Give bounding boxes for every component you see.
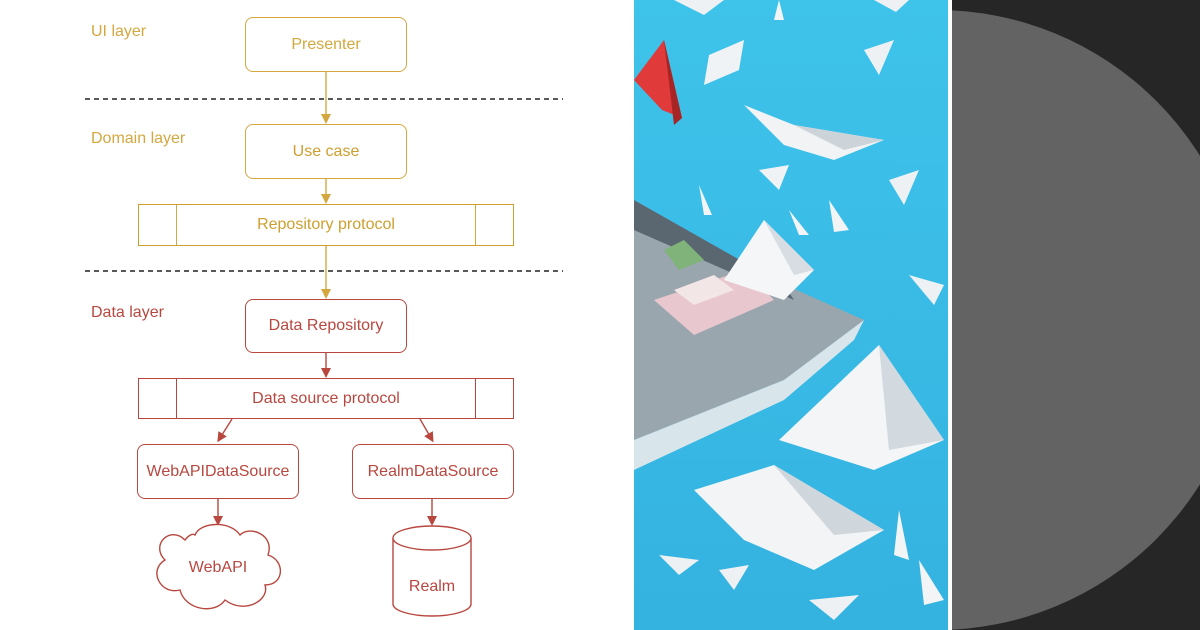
use-case-label: Use case [292, 142, 360, 160]
presenter-label: Presenter [291, 35, 361, 53]
protocol-right-bar [475, 205, 476, 245]
webapi-datasource-label: WebAPIDataSource [146, 462, 290, 480]
repository-protocol-node: Repository protocol [138, 204, 514, 246]
realm-cylinder-shape [392, 538, 472, 617]
paper-boats-image [634, 0, 948, 630]
protocol-right-bar [475, 379, 476, 418]
protocol-left-bar [176, 205, 177, 245]
data-repository-label: Data Repository [268, 317, 384, 334]
webapi-datasource-node: WebAPIDataSource [137, 444, 299, 499]
realm-label: Realm [408, 578, 456, 595]
diagram-connectors [85, 72, 563, 617]
data-source-protocol-node: Data source protocol [138, 378, 514, 419]
arrow-dsprotocol-webapids [217, 418, 233, 443]
protocol-left-bar [176, 379, 177, 418]
ui-layer-label: UI layer [91, 23, 147, 40]
gray-circle-graphic [952, 0, 1200, 630]
webapi-label: WebAPI [188, 559, 248, 576]
realm-cylinder-top [392, 525, 472, 551]
gray-half-circle [952, 10, 1200, 630]
paper-boats-illustration [634, 0, 948, 630]
realm-datasource-node: RealmDataSource [352, 444, 514, 499]
domain-layer-label: Domain layer [91, 130, 186, 147]
architecture-diagram: UI layer Domain layer Data layer Present… [85, 17, 563, 617]
use-case-node: Use case [245, 124, 407, 179]
data-source-protocol-label: Data source protocol [252, 389, 400, 407]
data-layer-label: Data layer [91, 304, 164, 321]
presenter-node: Presenter [245, 17, 407, 72]
repository-protocol-label: Repository protocol [257, 216, 395, 233]
data-repository-node: Data Repository [245, 299, 407, 353]
panel-divider [632, 0, 634, 630]
panel-divider [948, 0, 952, 630]
realm-datasource-label: RealmDataSource [367, 462, 499, 480]
arrow-dsprotocol-realmds [419, 418, 434, 443]
webapi-cloud-shape [156, 523, 282, 610]
